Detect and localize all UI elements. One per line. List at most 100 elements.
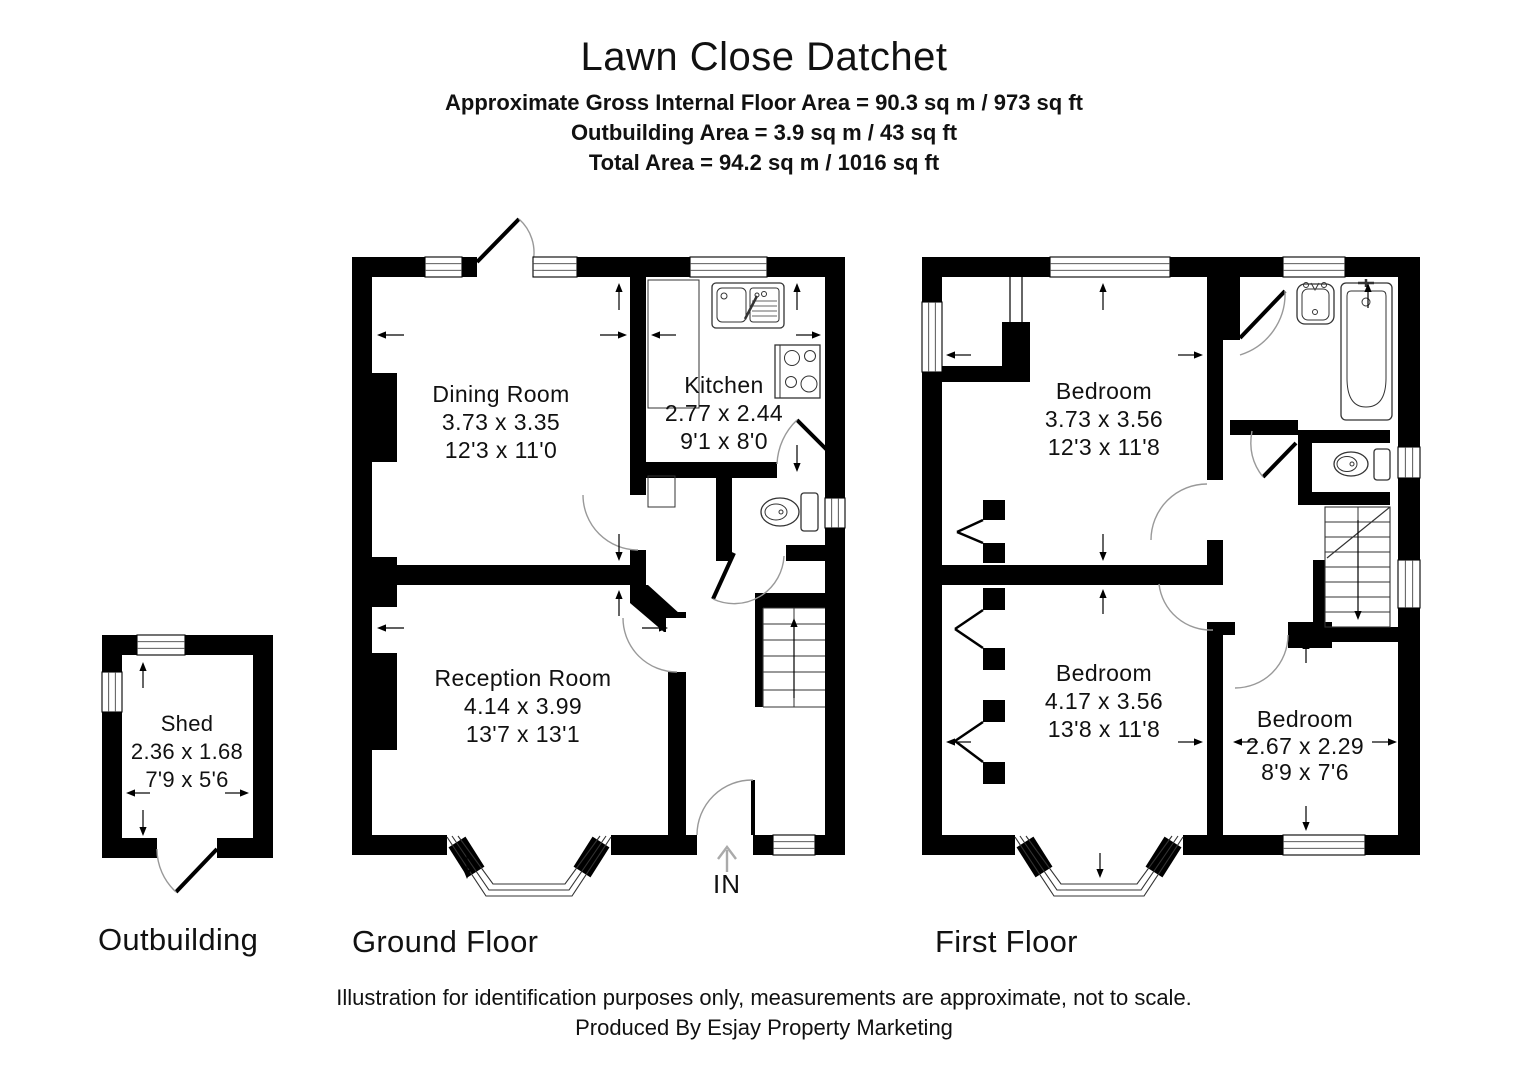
window	[101, 671, 123, 713]
kitchen-name: Kitchen	[684, 372, 764, 398]
bedroom-bay-window	[1014, 835, 1184, 897]
reception-room-imperial: 13'7 x 13'1	[466, 721, 580, 747]
bedroom2-label: Bedroom 4.17 x 3.56 13'8 x 11'8	[1045, 660, 1163, 742]
dimension-arrow	[615, 534, 623, 561]
kitchen-sink-icon	[711, 282, 785, 329]
entrance-in-label: IN	[713, 869, 741, 899]
shed-door	[156, 847, 219, 894]
dining-room-metric: 3.73 x 3.35	[442, 409, 560, 435]
window	[1282, 256, 1346, 278]
kitchen-label: Kitchen 2.77 x 2.44 9'1 x 8'0	[665, 372, 783, 454]
dimension-arrow	[1354, 520, 1362, 620]
first-floor-label: First Floor	[935, 924, 1078, 959]
page-title: Lawn Close Datchet	[580, 35, 948, 79]
bedroom3-name: Bedroom	[1257, 706, 1353, 732]
dimension-arrow	[1099, 534, 1107, 561]
gross-area-line: Approximate Gross Internal Floor Area = …	[445, 90, 1083, 115]
window	[1049, 256, 1171, 278]
dimension-arrow	[1302, 806, 1310, 831]
bathtub-icon	[1340, 279, 1393, 421]
kitchen-imperial: 9'1 x 8'0	[680, 428, 768, 454]
dining-room-name: Dining Room	[432, 381, 569, 407]
dimension-arrow	[225, 789, 249, 797]
shed-imperial-dimensions: 7'9 x 5'6	[145, 767, 228, 792]
kitchen-metric: 2.77 x 2.44	[665, 400, 783, 426]
window	[1282, 834, 1366, 856]
shed-metric-dimensions: 2.36 x 1.68	[131, 739, 243, 764]
window	[532, 256, 578, 278]
bathroom-basin-icon	[1296, 282, 1335, 325]
window	[1397, 446, 1421, 479]
dimension-arrow	[946, 738, 971, 746]
dimension-arrow	[139, 662, 147, 688]
bedroom3-label: Bedroom 2.67 x 2.29 8'9 x 7'6	[1246, 706, 1364, 785]
stove-icon	[774, 344, 821, 399]
dimension-arrow	[790, 618, 798, 698]
dimension-arrow	[139, 810, 147, 836]
dimension-arrow	[1302, 640, 1310, 663]
dimension-arrow	[377, 624, 404, 632]
dining-room-label: Dining Room 3.73 x 3.35 12'3 x 11'0	[432, 381, 569, 463]
dining-room-imperial: 12'3 x 11'0	[445, 437, 558, 463]
bedroom1-imperial: 12'3 x 11'8	[1048, 434, 1161, 460]
dimension-arrow	[1099, 589, 1107, 614]
disclaimer: Illustration for identification purposes…	[0, 983, 1528, 1043]
ground-floor-label: Ground Floor	[352, 924, 539, 959]
outbuilding-plan: Shed 2.36 x 1.68 7'9 x 5'6	[101, 634, 273, 894]
bedroom1-label: Bedroom 3.73 x 3.56 12'3 x 11'8	[1045, 378, 1163, 460]
bedroom3-metric: 2.67 x 2.29	[1246, 733, 1364, 759]
dimension-arrow	[1096, 853, 1104, 878]
first-floor-toilet-icon	[1333, 448, 1391, 481]
outbuilding-area-line: Outbuilding Area = 3.9 sq m / 43 sq ft	[570, 120, 958, 145]
window	[772, 834, 816, 856]
first-floor-plan: Bedroom 3.73 x 3.56 12'3 x 11'8 Bedroom …	[921, 256, 1421, 897]
dimension-arrow	[1233, 738, 1258, 746]
ground-floor-plan: IN Dining Room 3.73 x 3.35 12'3 x 11'0 K…	[352, 217, 846, 899]
bedroom3-imperial: 8'9 x 7'6	[1261, 759, 1349, 785]
bedroom2-closet	[954, 608, 984, 763]
window	[424, 256, 463, 278]
total-area-line: Total Area = 94.2 sq m / 1016 sq ft	[588, 150, 940, 175]
window	[921, 301, 943, 373]
ground-doors	[475, 217, 843, 836]
page-header: Lawn Close Datchet Approximate Gross Int…	[0, 34, 1528, 178]
bedroom2-name: Bedroom	[1056, 660, 1152, 686]
entrance-arrow-icon	[717, 845, 737, 872]
produced-by-line: Produced By Esjay Property Marketing	[575, 1015, 953, 1040]
dimension-arrow	[793, 283, 801, 310]
shed-label: Shed 2.36 x 1.68 7'9 x 5'6	[131, 711, 243, 792]
dimension-arrow	[1099, 283, 1107, 310]
first-floor-walls	[922, 257, 1420, 878]
dimension-arrow	[377, 331, 404, 339]
window	[689, 256, 768, 278]
dimension-arrow	[126, 789, 150, 797]
outbuilding-label: Outbuilding	[98, 922, 259, 957]
disclaimer-line: Illustration for identification purposes…	[336, 985, 1192, 1010]
bedroom2-imperial: 13'8 x 11'8	[1048, 716, 1161, 742]
dimension-arrow	[796, 331, 821, 339]
dimension-arrow	[642, 624, 668, 632]
dimension-arrow	[615, 283, 623, 310]
bedroom1-closet	[956, 277, 1023, 545]
dimension-arrow	[615, 590, 623, 616]
dimension-arrow	[1178, 738, 1203, 746]
dimension-arrow	[1178, 351, 1203, 359]
dimension-arrow	[1364, 283, 1372, 308]
dimension-arrow	[793, 445, 801, 472]
window	[824, 497, 846, 529]
dimension-arrow	[1372, 738, 1397, 746]
bedroom2-metric: 4.17 x 3.56	[1045, 688, 1163, 714]
bedroom1-name: Bedroom	[1056, 378, 1152, 404]
dimension-arrow	[946, 351, 971, 359]
wc-toilet-icon	[760, 492, 819, 532]
reception-room-metric: 4.14 x 3.99	[464, 693, 582, 719]
reception-room-label: Reception Room 4.14 x 3.99 13'7 x 13'1	[435, 665, 612, 747]
shed-name: Shed	[161, 711, 214, 736]
window	[1397, 559, 1421, 609]
dimension-arrow	[600, 331, 627, 339]
kitchen-counter	[647, 279, 700, 508]
dimension-arrow	[651, 331, 676, 339]
window	[136, 634, 186, 656]
reception-room-name: Reception Room	[435, 665, 612, 691]
